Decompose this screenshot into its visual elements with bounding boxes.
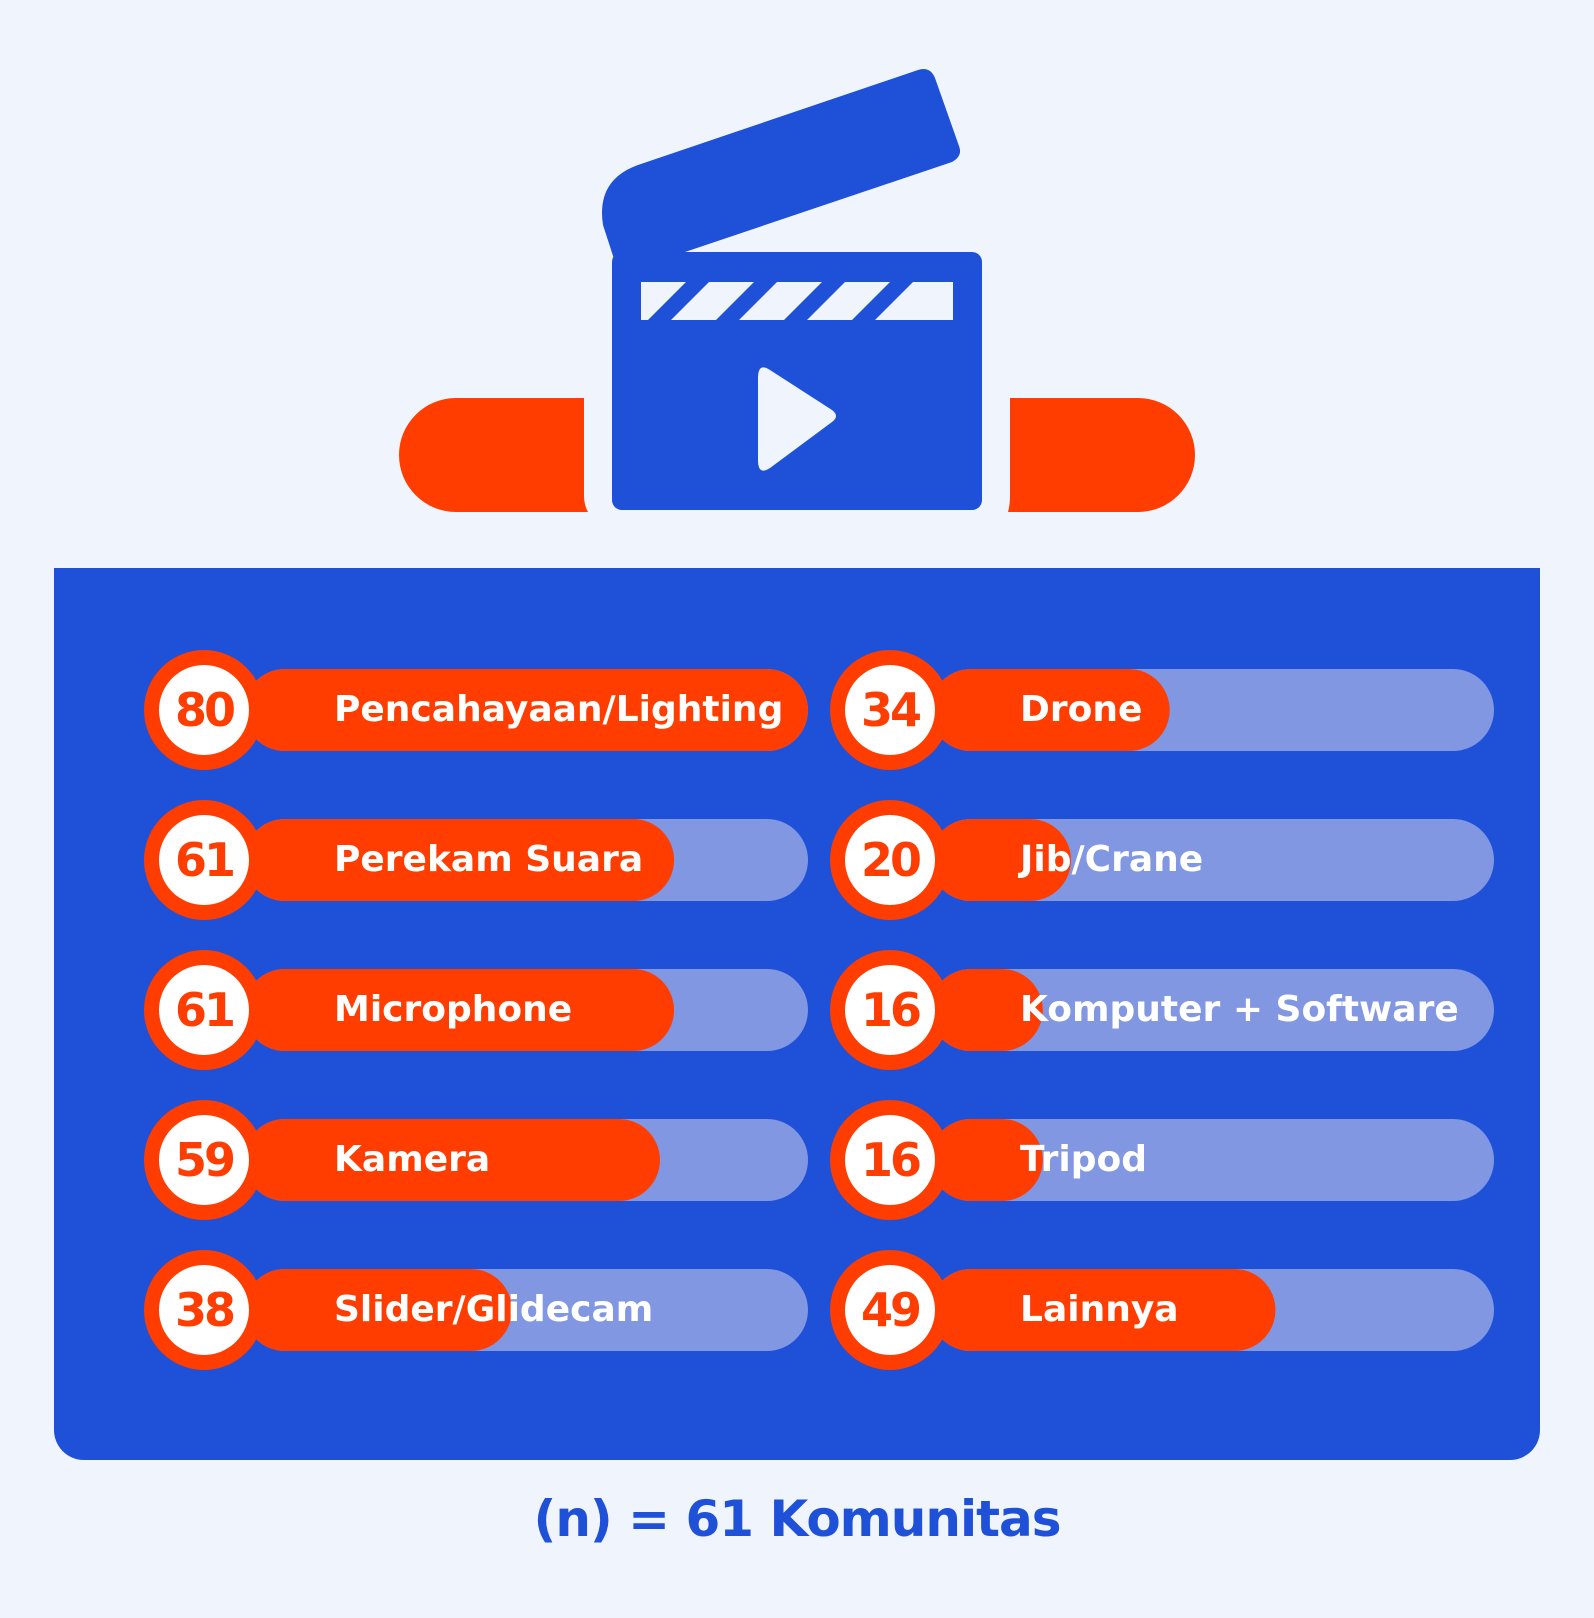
value-label-perekam-suara: 61 <box>159 815 249 905</box>
bar-chart <box>244 669 1494 1351</box>
value-label-kamera: 59 <box>159 1115 249 1205</box>
value-label-komputer-software: 16 <box>845 965 935 1055</box>
clapper-stripes <box>641 282 953 320</box>
value-badge-lainnya: 49 <box>830 1250 950 1370</box>
value-label-lainnya: 49 <box>845 1265 935 1355</box>
value-badge-microphone: 61 <box>144 950 264 1070</box>
value-label-pencahayaan-lighting: 80 <box>159 665 249 755</box>
value-label-tripod: 16 <box>845 1115 935 1205</box>
bar-perekam-suara <box>244 819 675 901</box>
bar-slider-glidecam <box>244 1269 512 1351</box>
bar-label-komputer-software: Komputer + Software <box>1020 989 1459 1030</box>
bar-komputer-software <box>930 969 1043 1051</box>
bar-label-microphone: Microphone <box>334 989 573 1030</box>
orange-side-pills <box>399 398 1195 512</box>
clapperboard-play-icon <box>602 69 982 510</box>
bar-lainnya <box>930 1269 1276 1351</box>
bar-microphone <box>244 969 675 1051</box>
value-badge-komputer-software: 16 <box>830 950 950 1070</box>
play-icon <box>758 367 836 471</box>
value-label-jib-crane: 20 <box>845 815 935 905</box>
bar-label-kamera: Kamera <box>334 1139 491 1180</box>
right-orange-pill <box>1008 398 1195 512</box>
bar-pencahayaan-lighting <box>244 669 808 751</box>
value-badge-tripod: 16 <box>830 1100 950 1220</box>
value-label-slider-glidecam: 38 <box>159 1265 249 1355</box>
bar-jib-crane <box>930 819 1071 901</box>
value-badge-jib-crane: 20 <box>830 800 950 920</box>
bar-drone <box>930 669 1170 751</box>
bar-label-lainnya: Lainnya <box>1020 1289 1179 1330</box>
value-label-microphone: 61 <box>159 965 249 1055</box>
bar-tripod <box>930 1119 1043 1201</box>
header-illustration <box>399 69 1195 512</box>
bar-kamera <box>244 1119 660 1201</box>
value-label-drone: 34 <box>845 665 935 755</box>
bar-label-jib-crane: Jib/Crane <box>1020 839 1204 880</box>
value-badge-pencahayaan-lighting: 80 <box>144 650 264 770</box>
value-badge-slider-glidecam: 38 <box>144 1250 264 1370</box>
clapper-stick <box>602 69 961 262</box>
bar-track-jib-crane <box>930 819 1494 901</box>
sample-size-note: (n) = 61 Komunitas <box>533 1490 1061 1548</box>
bar-label-slider-glidecam: Slider/Glidecam <box>334 1289 654 1330</box>
value-badge-kamera: 59 <box>144 1100 264 1220</box>
bar-track-tripod <box>930 1119 1494 1201</box>
left-orange-pill <box>399 398 588 512</box>
bar-label-pencahayaan-lighting: Pencahayaan/Lighting <box>334 689 784 730</box>
bar-label-perekam-suara: Perekam Suara <box>334 839 644 880</box>
bar-track-komputer-software <box>930 969 1494 1051</box>
value-badge-drone: 34 <box>830 650 950 770</box>
bar-label-tripod: Tripod <box>1020 1139 1147 1180</box>
value-badge-perekam-suara: 61 <box>144 800 264 920</box>
bar-label-drone: Drone <box>1020 689 1143 730</box>
